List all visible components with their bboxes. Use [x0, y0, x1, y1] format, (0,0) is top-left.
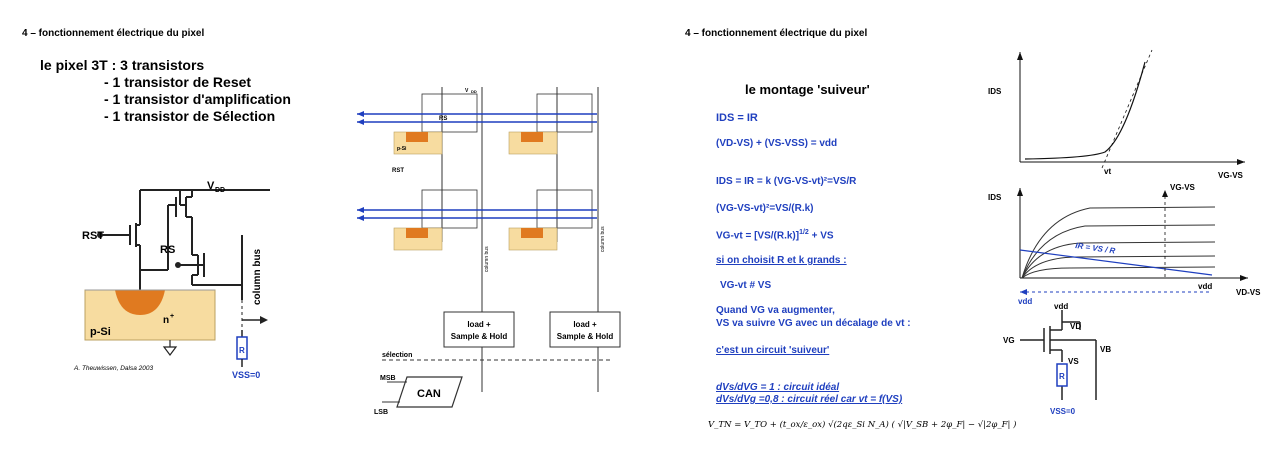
array-vdd-top-sub: DD [471, 89, 477, 94]
graph2-xlabel: VD-VS [1236, 288, 1261, 297]
equation-ids-ir: IDS = IR [716, 112, 758, 124]
array-psi-1: p-Si [397, 146, 407, 152]
follower-r: R [1059, 372, 1065, 381]
vdd-label: V [207, 180, 215, 192]
approx-text: VG-vt # VS [720, 280, 772, 291]
credit-text: A. Theuwissen, Dalsa 2003 [73, 365, 154, 372]
quand-line2: VS va suivre VG avec un décalage de vt : [716, 318, 911, 329]
follower-title: le montage 'suiveur' [745, 82, 870, 97]
implant-sup-label: + [170, 313, 174, 320]
vss-label: VSS=0 [232, 370, 260, 380]
follower-vb: VB [1100, 345, 1111, 354]
graph2-ylabel: IDS [988, 193, 1002, 202]
real-circuit-text: dVs/dVg =0,8 : circuit réel car vt = f(V… [716, 394, 903, 405]
ids-vs-vgs-graph: IDS vt VG-VS [988, 49, 1245, 180]
selection-label: sélection [382, 352, 412, 359]
follower-circuit-text: c'est un circuit 'suiveur' [716, 345, 830, 356]
equation-squared: (VG-VS-vt)²=VS/(R.k) [716, 203, 814, 214]
load-box-1-line1: load + [467, 320, 491, 329]
substrate-label: p-Si [90, 326, 111, 338]
load-box-1-line2: Sample & Hold [451, 332, 508, 341]
pixel-cell-bl [393, 189, 478, 251]
graph1-ylabel: IDS [988, 87, 1002, 96]
graph1-vt: vt [1104, 167, 1111, 176]
vtn-formula: V_TN = V_TO + (t_ox/ε_ox) √(2qε_Si N_A) … [708, 420, 1017, 430]
ideal-circuit-text: dVs/dVG = 1 : circuit idéal [716, 382, 840, 393]
follower-vs: VS [1068, 357, 1079, 366]
pixel-cell-tr [508, 93, 593, 155]
msb-label: MSB [380, 375, 396, 382]
array-column-bus-1: column bus [484, 246, 490, 272]
follower-schematic: vdd VD VG VB VS R VSS=0 [1003, 302, 1111, 416]
graph2-vgvs-label: VG-VS [1170, 183, 1196, 192]
right-heading: 4 – fonctionnement électrique du pixel [685, 28, 868, 39]
vdd-sub-label: DD [215, 187, 225, 194]
can-label: CAN [417, 388, 441, 400]
pixel-title: le pixel 3T : 3 transistors [40, 57, 205, 73]
pixel-array-diagram: RST RS p-Si V DD column bus column bus l… [357, 87, 621, 416]
resistor-label: R [239, 346, 245, 355]
condition-text: si on choisit R et k grands : [716, 255, 847, 266]
bullet-selection: - 1 transistor de Sélection [104, 108, 276, 124]
pixel-3t-schematic: V DD RST RS column bus p-Si n + R VSS=0 … [73, 180, 270, 380]
array-rs-1: RS [439, 116, 447, 122]
follower-vd: VD [1070, 322, 1081, 331]
column-bus-label: column bus [252, 248, 263, 305]
rst-label: RST [82, 230, 104, 242]
equation-vg-vt: VG-vt = [VS/(R.k)]1/2 + VS [716, 229, 834, 242]
left-heading: 4 – fonctionnement électrique du pixel [22, 28, 205, 39]
graph2-vdd-right: vdd [1198, 282, 1212, 291]
array-rst-1: RST [392, 168, 404, 174]
pixel-cell-br [508, 189, 593, 251]
quand-line1: Quand VG va augmenter, [716, 305, 835, 316]
array-vdd-top: V [465, 88, 469, 94]
implant-label: n [163, 315, 169, 326]
load-box-2-line2: Sample & Hold [557, 332, 614, 341]
rs-label: RS [160, 244, 175, 256]
equation-voltage-sum: (VD-VS) + (VS-VSS) = vdd [716, 138, 838, 149]
load-box-2-line1: load + [573, 320, 597, 329]
graph2-vdd-left: vdd [1018, 297, 1032, 306]
array-column-bus-2: column bus [600, 226, 606, 252]
bullet-amplification: - 1 transistor d'amplification [104, 91, 291, 107]
equation-ids-k: IDS = IR = k (VG-VS-vt)²=VS/R [716, 176, 857, 187]
lsb-label: LSB [374, 409, 388, 416]
follower-vdd: vdd [1054, 302, 1068, 311]
bullet-reset: - 1 transistor de Reset [104, 74, 252, 90]
ids-vs-vds-graph: IDS VG-VS IR = VS / R vdd vdd VD-VS [988, 183, 1261, 306]
follower-vss: VSS=0 [1050, 407, 1076, 416]
pixel-cell-tl [393, 93, 478, 155]
follower-vg: VG [1003, 336, 1015, 345]
graph1-xlabel: VG-VS [1218, 171, 1244, 180]
